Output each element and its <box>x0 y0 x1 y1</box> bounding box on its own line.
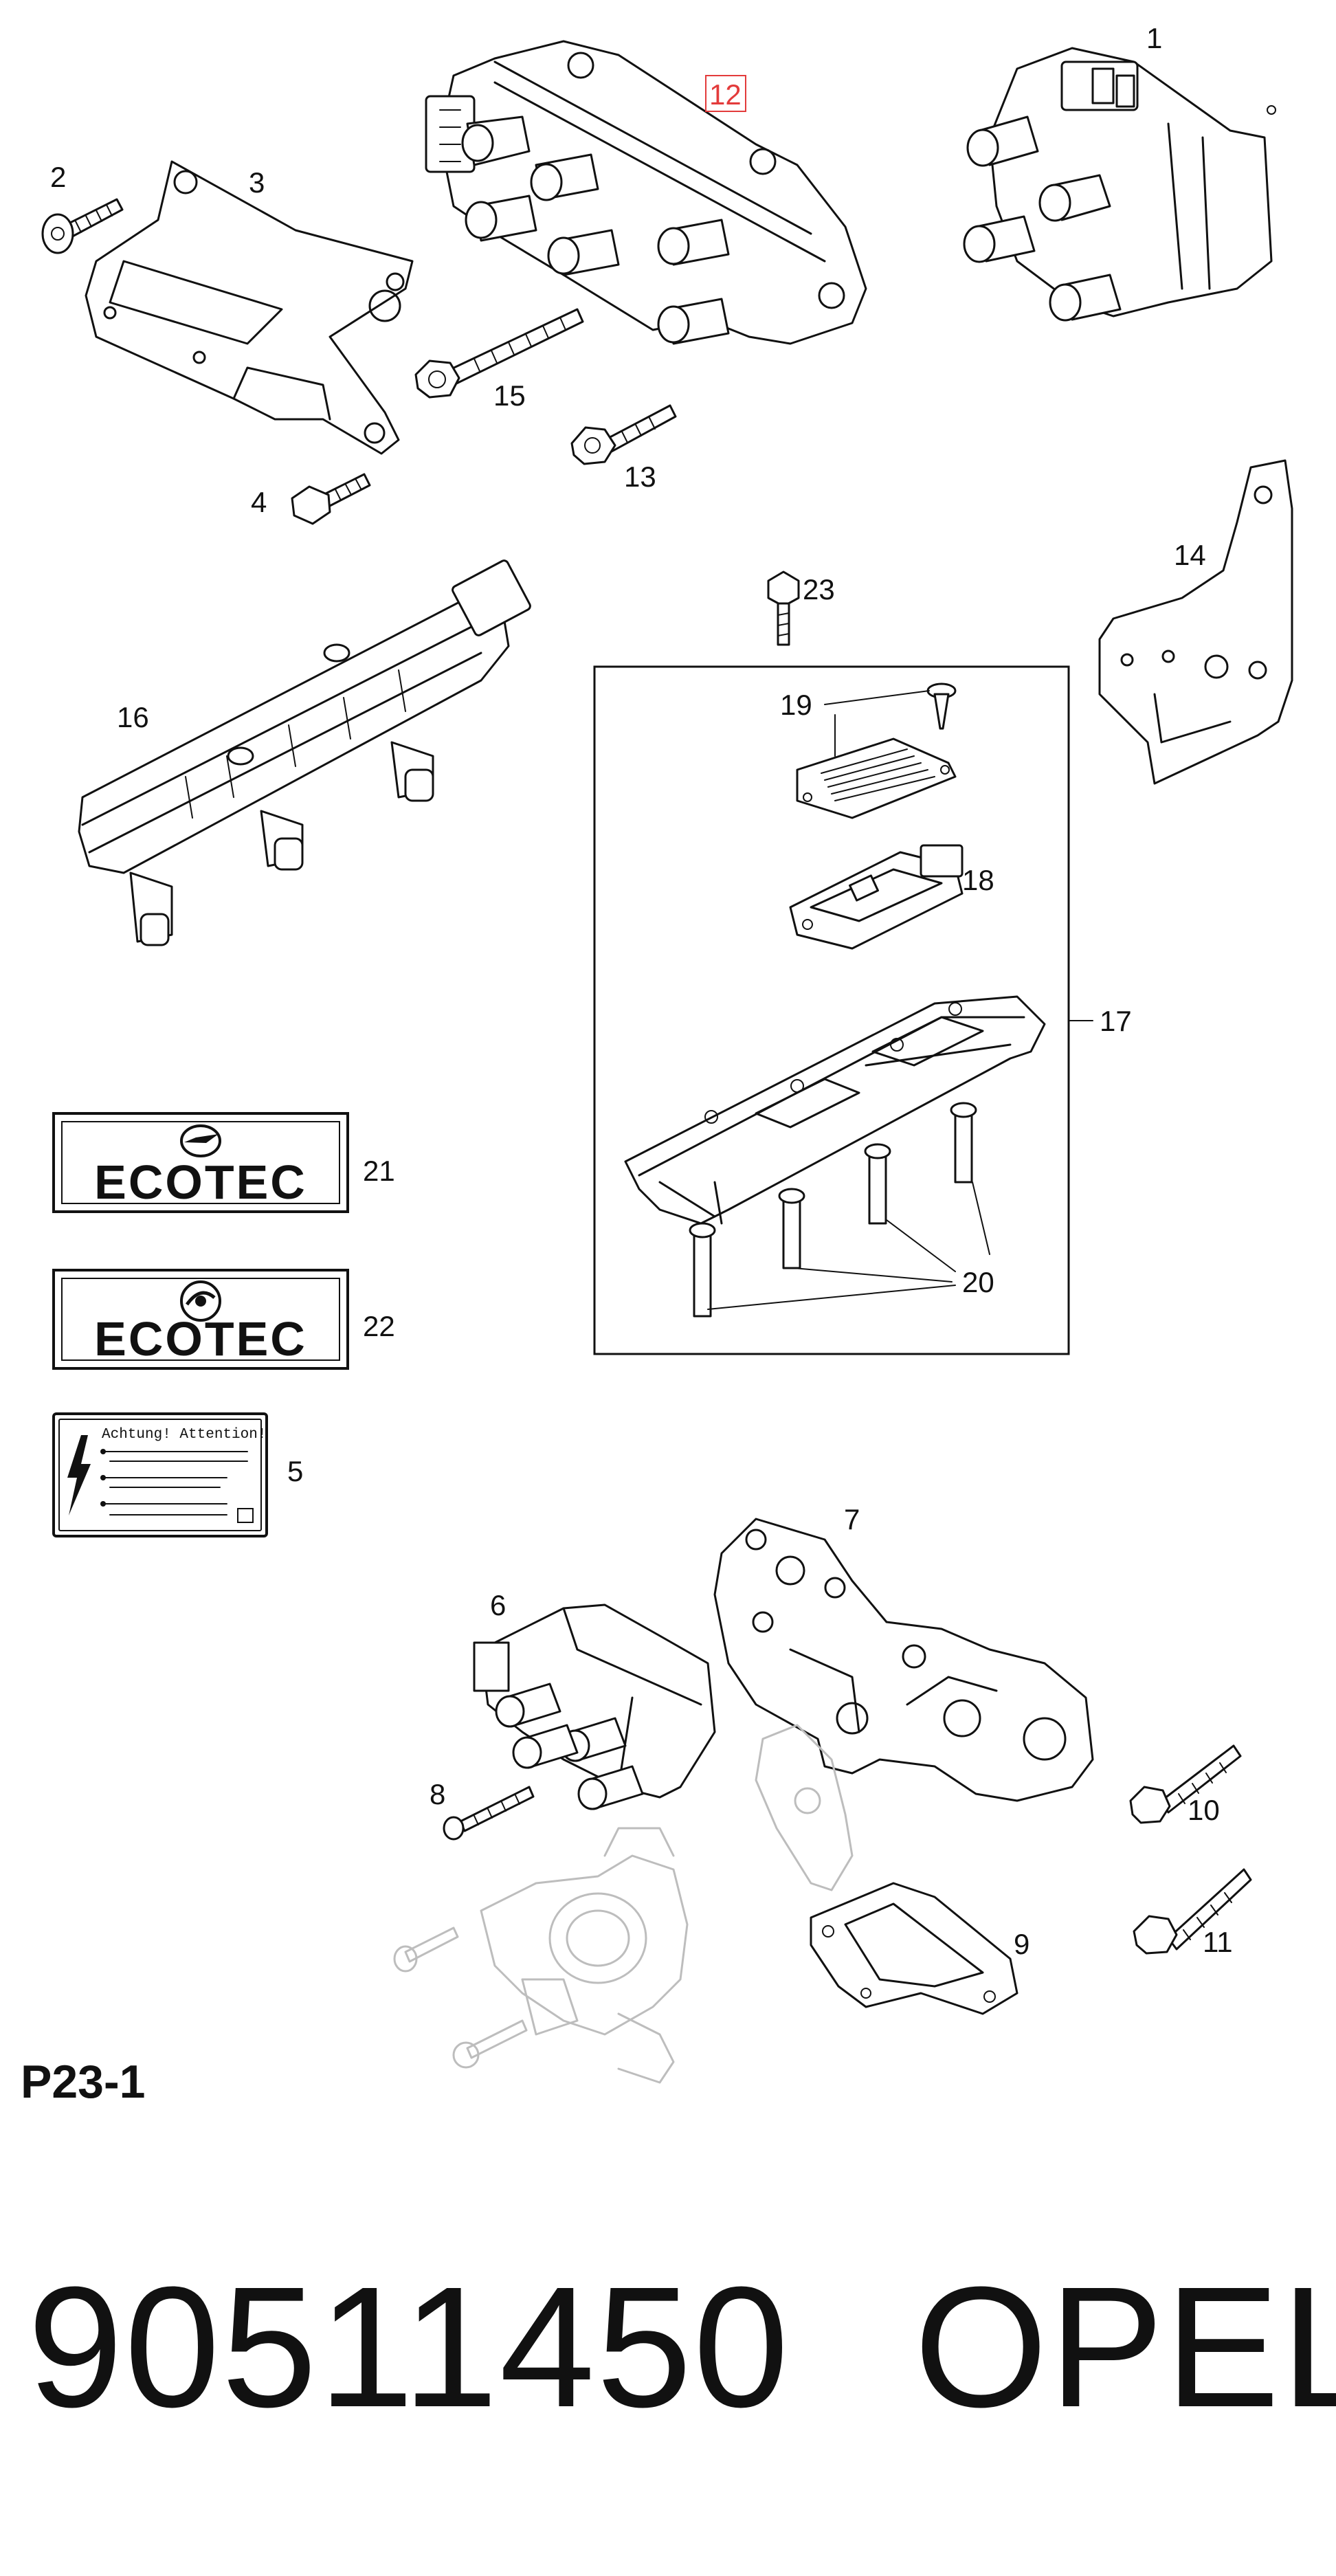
bolt-part-13 <box>570 404 677 465</box>
coil-part-6 <box>473 1603 716 1810</box>
coil-rail-part-17 <box>624 995 1046 1318</box>
warning-heading: Achtung! Attention! <box>102 1427 266 1443</box>
bolt-part-23 <box>767 570 800 646</box>
page-code: P23-1 <box>21 2056 146 2108</box>
callout-18: 18 <box>962 864 994 896</box>
callout-22: 22 <box>363 1310 395 1342</box>
callout-3: 3 <box>249 166 265 199</box>
bracket-part-3 <box>85 160 414 455</box>
callout-15: 15 <box>493 379 526 412</box>
bolt-part-4 <box>291 473 371 525</box>
callout-5: 5 <box>287 1455 303 1487</box>
callout-6: 6 <box>490 1589 506 1621</box>
part-number: 90511450 <box>27 2251 790 2443</box>
coil-part-1 <box>963 47 1276 322</box>
ecotec-badge-22: ECOTEC <box>52 1269 349 1370</box>
callout-8: 8 <box>430 1778 445 1810</box>
callout-11: 11 <box>1203 1926 1233 1958</box>
bracket-part-7 <box>713 1518 1094 1802</box>
ecotec-badge-21: ECOTEC <box>52 1112 349 1213</box>
bracket-part-14 <box>1098 459 1293 785</box>
callout-20: 20 <box>962 1266 994 1298</box>
bolt-part-10 <box>1129 1744 1242 1824</box>
callout-7: 7 <box>844 1503 860 1535</box>
lightning-icon <box>67 1435 91 1515</box>
valve-assembly-ghost <box>393 1827 689 2084</box>
bolt-part-15 <box>414 308 584 399</box>
callout-19: 19 <box>780 689 812 721</box>
screw-part-2 <box>41 198 124 254</box>
callout-14: 14 <box>1174 539 1206 571</box>
callout-1: 1 <box>1146 22 1162 54</box>
callout-21: 21 <box>363 1155 395 1187</box>
callout-16: 16 <box>117 701 149 733</box>
callout-2: 2 <box>50 161 66 193</box>
coil-part-12: 12 <box>425 40 867 345</box>
callout-13: 13 <box>624 460 656 493</box>
callout-12: 12 <box>709 78 742 111</box>
bolt-part-11 <box>1133 1868 1252 1955</box>
gasket-ghost <box>755 1724 854 1891</box>
ecotec-text-22: ECOTEC <box>94 1312 307 1366</box>
callout-17: 17 <box>1100 1005 1132 1037</box>
screw-part-19 <box>824 682 957 730</box>
ecotec-text-21: ECOTEC <box>94 1155 307 1209</box>
callout-12-highlight-box <box>705 75 746 112</box>
coil-rail-part-16 <box>78 559 531 946</box>
callout-4: 4 <box>251 486 267 518</box>
cover-plate-part-19 <box>796 714 957 819</box>
callout-23: 23 <box>803 573 835 606</box>
brand-name: OPEL <box>914 2251 1336 2443</box>
gasket-part-9 <box>810 1882 1018 2015</box>
callout-10: 10 <box>1188 1794 1220 1826</box>
screw-part-8 <box>443 1786 535 1841</box>
warning-label-part-5: Achtung! Attention! <box>52 1412 268 1537</box>
callout-9: 9 <box>1014 1928 1029 1960</box>
assembly-frame-17 <box>593 665 1070 1355</box>
module-part-18 <box>789 844 964 950</box>
